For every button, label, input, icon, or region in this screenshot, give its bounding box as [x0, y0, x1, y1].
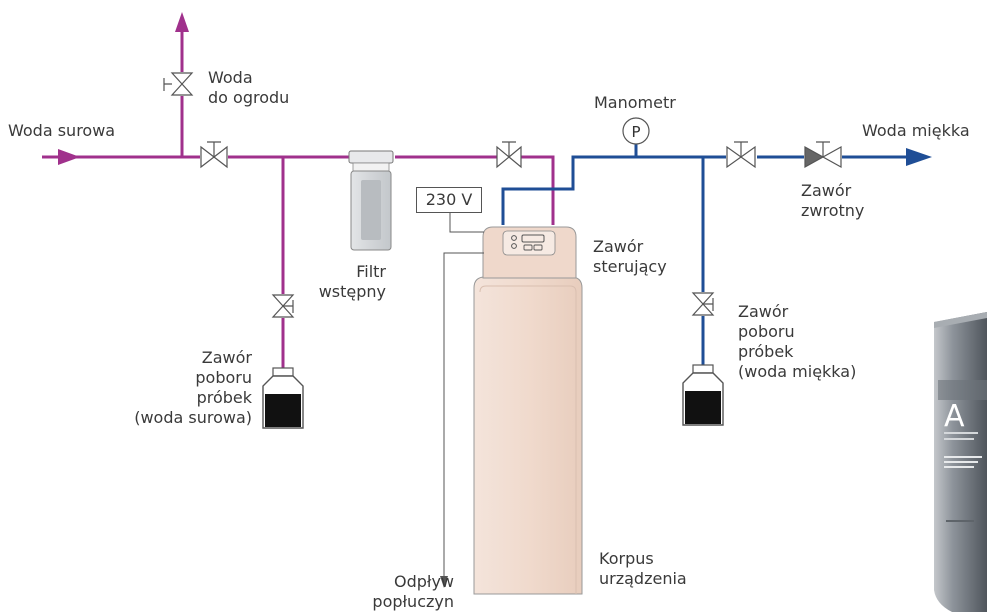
garden-outlet-arrow	[175, 12, 189, 32]
drain-arrow	[440, 576, 448, 588]
raw-sample-bottle	[262, 367, 304, 429]
manometer-gauge	[622, 117, 650, 145]
manometer-symbol: P	[631, 123, 640, 141]
soft-sample-bottle	[682, 364, 724, 426]
garden-valve	[163, 72, 194, 96]
softener-outlet-pipe	[501, 155, 908, 225]
voltage-box: 230 V	[416, 187, 482, 213]
control-head	[482, 226, 577, 279]
main-raw-pipe	[42, 155, 555, 225]
raw-water-inlet-arrow	[58, 149, 80, 165]
bypass-valve	[496, 141, 522, 169]
control-button	[523, 244, 533, 251]
garden-water-label: Woda do ogrodu	[208, 68, 290, 107]
manometer-label: Manometr	[594, 93, 676, 112]
power-cable	[449, 213, 484, 233]
product-box-letter: A	[944, 399, 965, 434]
soft-water-label: Woda miękka	[862, 121, 970, 140]
control-button	[511, 243, 517, 249]
control-button	[511, 235, 517, 241]
soft-outlet-valve	[726, 141, 756, 169]
prefilter-housing	[348, 150, 394, 251]
check-valve-label: Zawór zwrotny	[801, 181, 865, 220]
control-button	[533, 244, 543, 251]
check-valve	[804, 141, 842, 169]
soft-water-outlet-arrow	[906, 148, 932, 166]
softener-body	[473, 276, 583, 595]
raw-water-pipes	[42, 30, 555, 368]
inlet-valve	[200, 141, 228, 169]
soft-sample-valve	[691, 292, 715, 316]
raw-sample-valve-label: Zawór poboru próbek (woda surowa)	[134, 348, 252, 427]
prefilter-label: Filtr wstępny	[318, 262, 386, 301]
softener-body-label: Korpus urządzenia	[599, 549, 687, 588]
product-box	[934, 312, 987, 612]
drain-label: Odpływ popłuczyn	[372, 572, 454, 611]
drain-line	[443, 252, 484, 578]
raw-water-label: Woda surowa	[8, 121, 116, 140]
soft-sample-valve-label: Zawór poboru próbek (woda miękka)	[738, 302, 857, 381]
raw-sample-valve	[271, 294, 295, 318]
control-valve-label: Zawór sterujący	[593, 237, 667, 276]
soft-water-pipes	[501, 144, 908, 365]
valves	[163, 72, 842, 318]
